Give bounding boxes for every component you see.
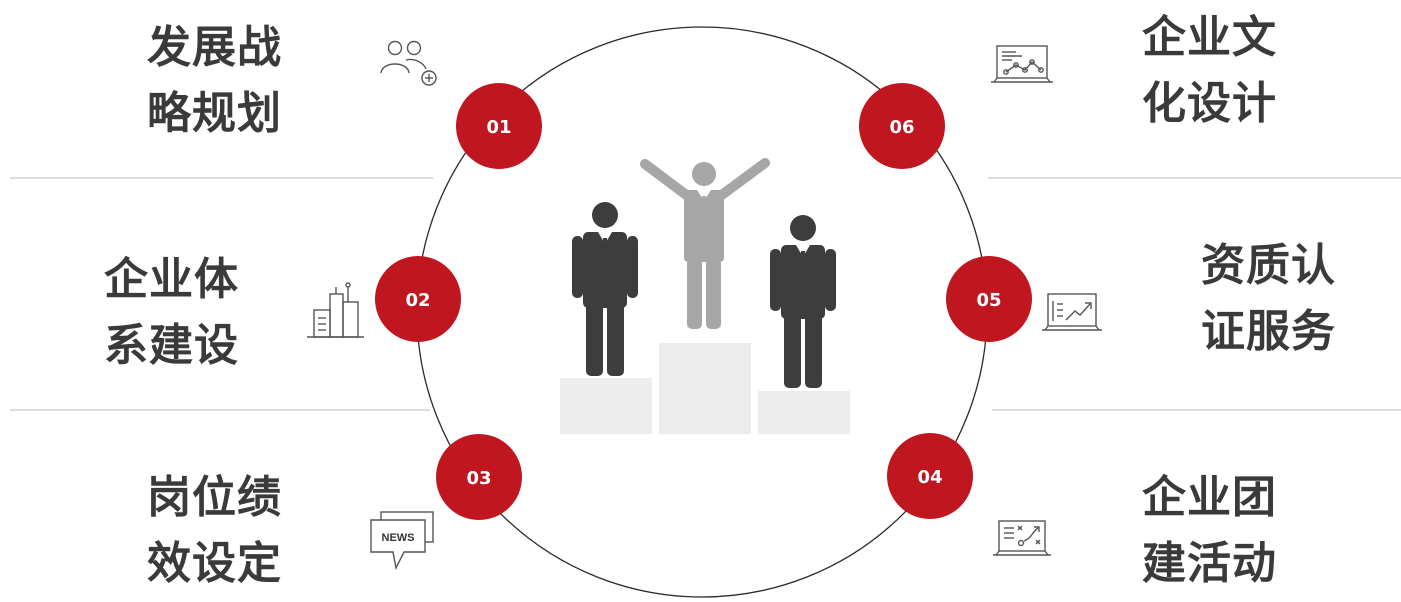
podium-right	[758, 391, 850, 434]
step-number-01: 01	[486, 117, 511, 138]
step-circle-03: 03	[436, 434, 522, 520]
buildings-icon	[307, 282, 364, 338]
label-team-building: 企业团 建活动	[1142, 465, 1277, 597]
step-number-05: 05	[976, 290, 1001, 311]
label-performance-setting: 岗位绩 效设定	[147, 465, 282, 597]
label-enterprise-system-line1: 企业体	[104, 254, 239, 305]
label-culture-design-line1: 企业文	[1142, 12, 1277, 63]
figure-center	[640, 158, 770, 329]
label-performance-setting-line1: 岗位绩	[147, 472, 282, 523]
step-number-04: 04	[917, 467, 942, 488]
label-team-building-line2: 建活动	[1142, 538, 1277, 589]
figure-right	[770, 215, 836, 388]
label-qualification-service-line2: 证服务	[1201, 306, 1336, 357]
step-circle-01: 01	[456, 83, 542, 169]
label-qualification-service: 资质认 证服务	[1201, 233, 1336, 365]
podium-left	[560, 378, 652, 434]
label-team-building-line1: 企业团	[1142, 472, 1277, 523]
label-qualification-service-line1: 资质认	[1201, 240, 1336, 291]
step-number-03: 03	[466, 468, 491, 489]
step-circle-02: 02	[375, 256, 461, 342]
step-circle-06: 06	[859, 83, 945, 169]
step-circle-04: 04	[887, 433, 973, 519]
step-circle-05: 05	[946, 256, 1032, 342]
label-strategy-planning-line1: 发展战	[147, 22, 282, 73]
label-strategy-planning-line2: 略规划	[147, 88, 282, 139]
strategy-board-icon	[993, 520, 1051, 556]
news-icon-text: NEWS	[382, 532, 415, 544]
news-icon: NEWS	[370, 511, 434, 571]
label-culture-design: 企业文 化设计	[1142, 5, 1277, 137]
figure-left	[572, 202, 638, 376]
label-culture-design-line2: 化设计	[1142, 78, 1277, 129]
podium-center	[659, 343, 751, 434]
label-performance-setting-line2: 效设定	[147, 538, 282, 589]
step-number-06: 06	[889, 117, 914, 138]
people-add-icon	[380, 40, 437, 86]
label-enterprise-system-line2: 系建设	[104, 320, 239, 371]
label-strategy-planning: 发展战 略规划	[147, 15, 282, 147]
trend-chart-icon	[1042, 293, 1102, 331]
analytics-laptop-icon	[991, 45, 1053, 83]
label-enterprise-system: 企业体 系建设	[104, 247, 239, 379]
step-number-02: 02	[405, 290, 430, 311]
